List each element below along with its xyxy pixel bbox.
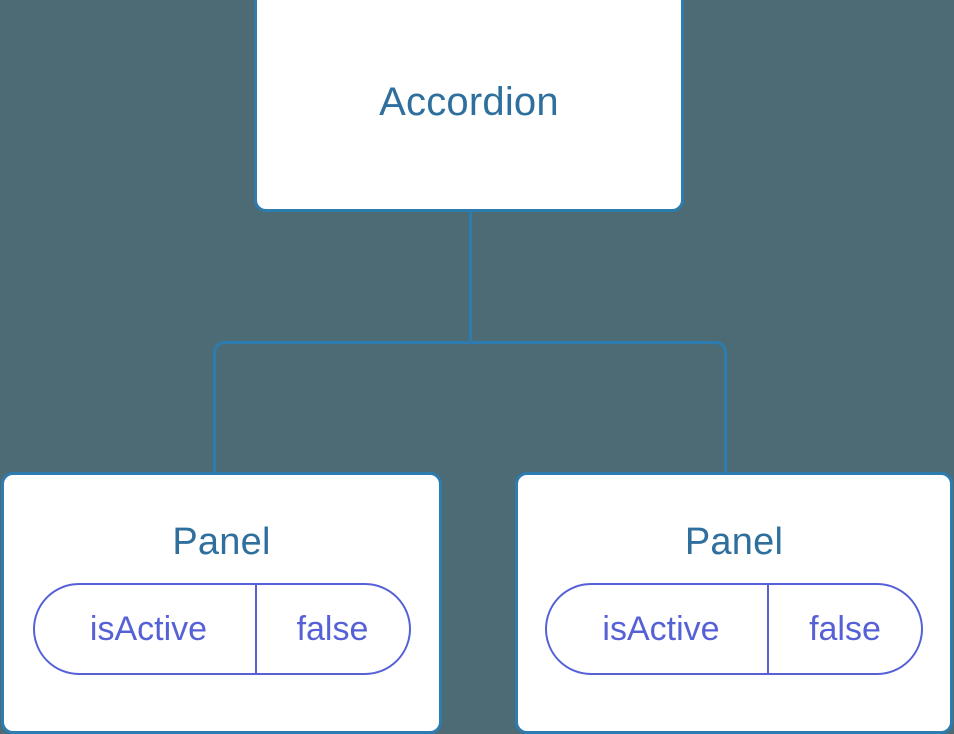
attribute-pill-isactive-left[interactable]: isActive false <box>32 583 411 675</box>
attribute-value: false <box>767 585 921 673</box>
attribute-value: false <box>254 585 409 673</box>
node-panel-right-title: Panel <box>684 521 784 563</box>
node-panel-left-title: Panel <box>172 521 271 563</box>
node-accordion[interactable]: Accordion <box>254 0 684 212</box>
attribute-key: isActive <box>602 610 720 648</box>
node-panel-left[interactable]: Panel isActive false <box>1 472 442 734</box>
connector-branch-left <box>213 341 471 474</box>
node-accordion-title: Accordion <box>379 80 559 124</box>
connector-branch-right <box>470 341 727 474</box>
node-panel-right[interactable]: Panel isActive false <box>515 472 953 734</box>
attribute-pill-isactive-right[interactable]: isActive false <box>545 583 923 675</box>
attribute-key: isActive <box>89 610 208 648</box>
